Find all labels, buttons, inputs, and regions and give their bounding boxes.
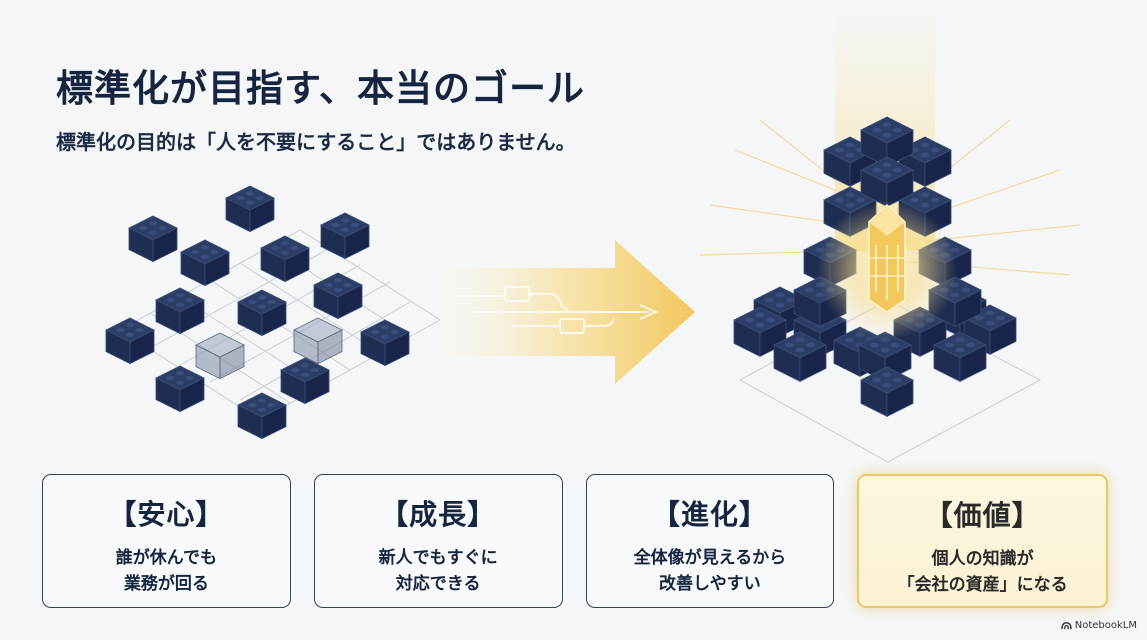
card-description: 全体像が見えるから 改善しやすい bbox=[634, 545, 787, 597]
transform-arrow-icon bbox=[440, 240, 695, 384]
scattered-blocks bbox=[105, 185, 410, 440]
lego-block-icon bbox=[260, 235, 310, 283]
lego-block-icon bbox=[237, 392, 287, 440]
lego-block-icon bbox=[105, 317, 155, 365]
light-beam bbox=[835, 0, 935, 250]
core-glow bbox=[817, 200, 957, 340]
lego-block-icon bbox=[280, 357, 330, 405]
card-line: 全体像が見えるから bbox=[633, 548, 787, 568]
lego-block-icon bbox=[360, 319, 410, 367]
card-description: 新人でもすぐに 対応できる bbox=[379, 545, 498, 597]
card-line: 新人でもすぐに bbox=[378, 548, 498, 568]
light-rays bbox=[699, 119, 1081, 276]
card-line: 個人の知識が bbox=[931, 549, 1034, 569]
lego-block-icon bbox=[803, 236, 857, 288]
scattered-blocks-grid bbox=[119, 229, 441, 421]
brand-footer: NotebookLM bbox=[1061, 620, 1137, 631]
value-cards: 【安心】 誰が休んでも 業務が回る 【成長】 新人でもすぐに 対応できる 【進化… bbox=[42, 474, 1108, 610]
lego-block-icon bbox=[128, 215, 178, 263]
lego-block-icon bbox=[155, 365, 205, 413]
card-description: 個人の知識が 「会社の資産」になる bbox=[898, 546, 1068, 598]
lego-block-icon bbox=[933, 286, 987, 338]
lego-block-icon bbox=[898, 136, 952, 188]
card-line: 誰が休んでも bbox=[115, 548, 217, 568]
tower-base-grid bbox=[738, 299, 1042, 463]
card-line: 業務が回る bbox=[123, 574, 209, 594]
lego-block-icon bbox=[237, 289, 287, 337]
lego-block-icon bbox=[918, 236, 972, 288]
brand-label: NotebookLM bbox=[1074, 620, 1137, 631]
lego-block-icon bbox=[793, 306, 847, 358]
lego-block-icon bbox=[180, 239, 230, 287]
card-shinka: 【進化】 全体像が見えるから 改善しやすい bbox=[585, 474, 835, 608]
lego-block-icon bbox=[225, 185, 275, 233]
lego-block-icon bbox=[823, 136, 877, 188]
card-title: 【安心】 bbox=[108, 498, 225, 531]
card-description: 誰が休んでも 業務が回る bbox=[116, 545, 217, 597]
lego-block-icon bbox=[860, 366, 914, 418]
card-title: 【進化】 bbox=[651, 498, 768, 531]
lego-block-icon bbox=[753, 286, 807, 338]
lego-block-icon bbox=[733, 306, 787, 358]
lego-block-icon bbox=[833, 326, 887, 378]
lego-block-icon bbox=[963, 304, 1017, 356]
lego-block-icon bbox=[320, 212, 370, 260]
lego-block-icon bbox=[858, 331, 912, 383]
lego-block-icon bbox=[928, 276, 982, 328]
notebooklm-logo-icon bbox=[1061, 622, 1072, 630]
card-kachi: 【価値】 個人の知識が 「会社の資産」になる bbox=[857, 474, 1108, 608]
page-subtitle: 標準化の目的は「人を不要にすること」ではありません。 bbox=[56, 130, 576, 154]
lego-block-icon bbox=[313, 272, 363, 320]
tower-blocks bbox=[733, 116, 1017, 418]
card-title: 【価値】 bbox=[924, 499, 1041, 532]
lego-block-icon bbox=[793, 276, 847, 328]
lego-block-icon bbox=[195, 332, 245, 380]
lego-block-icon bbox=[860, 116, 914, 168]
lego-block-icon bbox=[933, 331, 987, 383]
lego-block-icon bbox=[898, 186, 952, 238]
lego-block-icon bbox=[893, 306, 947, 358]
lego-block-icon bbox=[293, 317, 343, 365]
lego-block-icon bbox=[155, 287, 205, 335]
card-seichou: 【成長】 新人でもすぐに 対応できる bbox=[313, 474, 563, 608]
lego-block-icon bbox=[773, 331, 827, 383]
page-title: 標準化が目指す、本当のゴール bbox=[56, 67, 586, 110]
card-line: 「会社の資産」になる bbox=[897, 575, 1068, 595]
golden-core-icon bbox=[868, 203, 906, 313]
card-line: 改善しやすい bbox=[658, 574, 761, 594]
lego-block-icon bbox=[823, 186, 877, 238]
lego-block-icon bbox=[860, 156, 914, 208]
card-anshin: 【安心】 誰が休んでも 業務が回る bbox=[42, 474, 291, 608]
card-title: 【成長】 bbox=[380, 498, 497, 531]
card-line: 対応できる bbox=[395, 574, 481, 594]
